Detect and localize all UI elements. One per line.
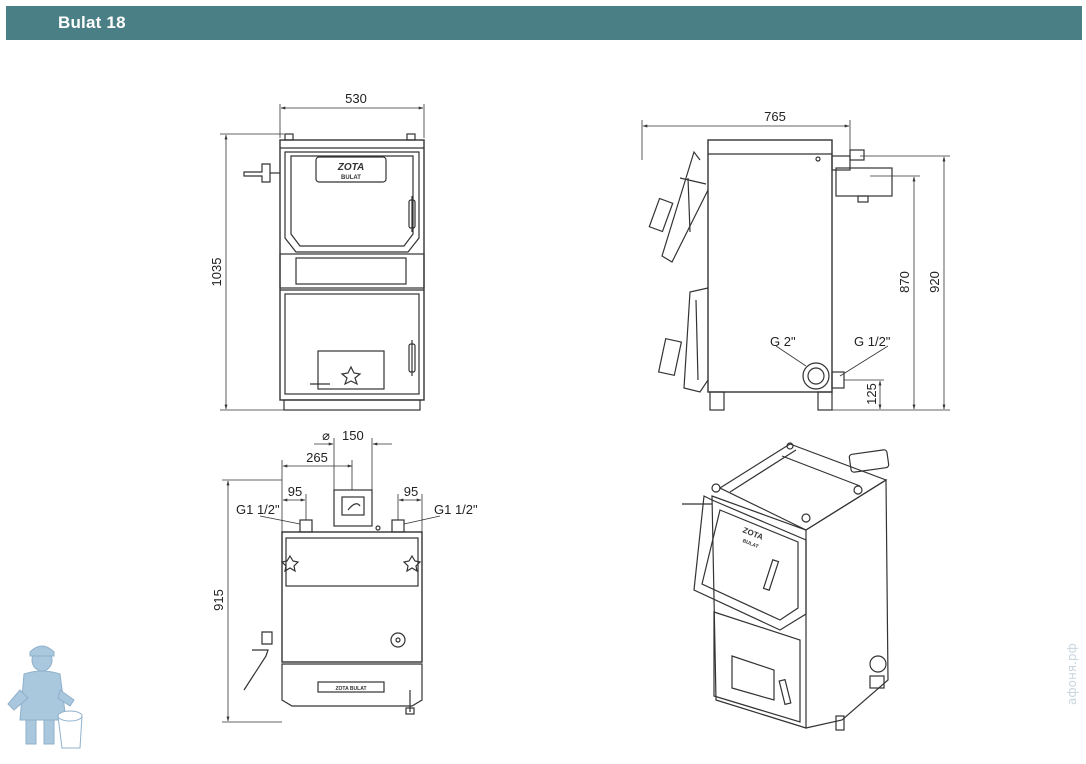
top-view	[243, 489, 423, 715]
side-920-label: 920	[927, 271, 942, 293]
top-left-offset-label: 95	[288, 484, 302, 499]
plumber-mascot-icon	[7, 645, 83, 749]
front-logo-brand: ZOTA	[337, 162, 364, 173]
side-depth-label: 765	[764, 109, 786, 124]
top-depth-label: 915	[211, 589, 226, 611]
isometric-view	[682, 442, 890, 731]
diameter-symbol-icon: ⌀	[322, 428, 330, 443]
top-flue-diameter-label: 150	[342, 428, 364, 443]
front-width-label: 530	[345, 91, 367, 106]
side-view	[648, 139, 893, 411]
side-870-label: 870	[897, 271, 912, 293]
front-view	[243, 133, 425, 411]
top-plate-text: ZOTA BULAT	[335, 686, 366, 692]
top-flue-offset-label: 265	[306, 450, 328, 465]
front-height-label: 1035	[209, 258, 224, 287]
top-right-pipe-label: G1 1/2"	[434, 502, 478, 517]
side-g12-label: G 1/2"	[854, 334, 891, 349]
side-dimensions	[641, 120, 950, 411]
page-title: Bulat 18	[58, 13, 126, 32]
side-125-label: 125	[864, 383, 879, 405]
title-bar: Bulat 18	[6, 6, 1082, 40]
watermark-text: афоня.рф	[1065, 643, 1079, 705]
top-right-offset-label: 95	[404, 484, 418, 499]
side-g2-label: G 2"	[770, 334, 796, 349]
front-dimensions	[220, 104, 425, 411]
iso-logo-model: BULAT	[742, 538, 760, 550]
top-left-pipe-label: G1 1/2"	[236, 502, 280, 517]
top-dimensions	[222, 438, 441, 723]
front-logo-model: BULAT	[341, 175, 361, 181]
